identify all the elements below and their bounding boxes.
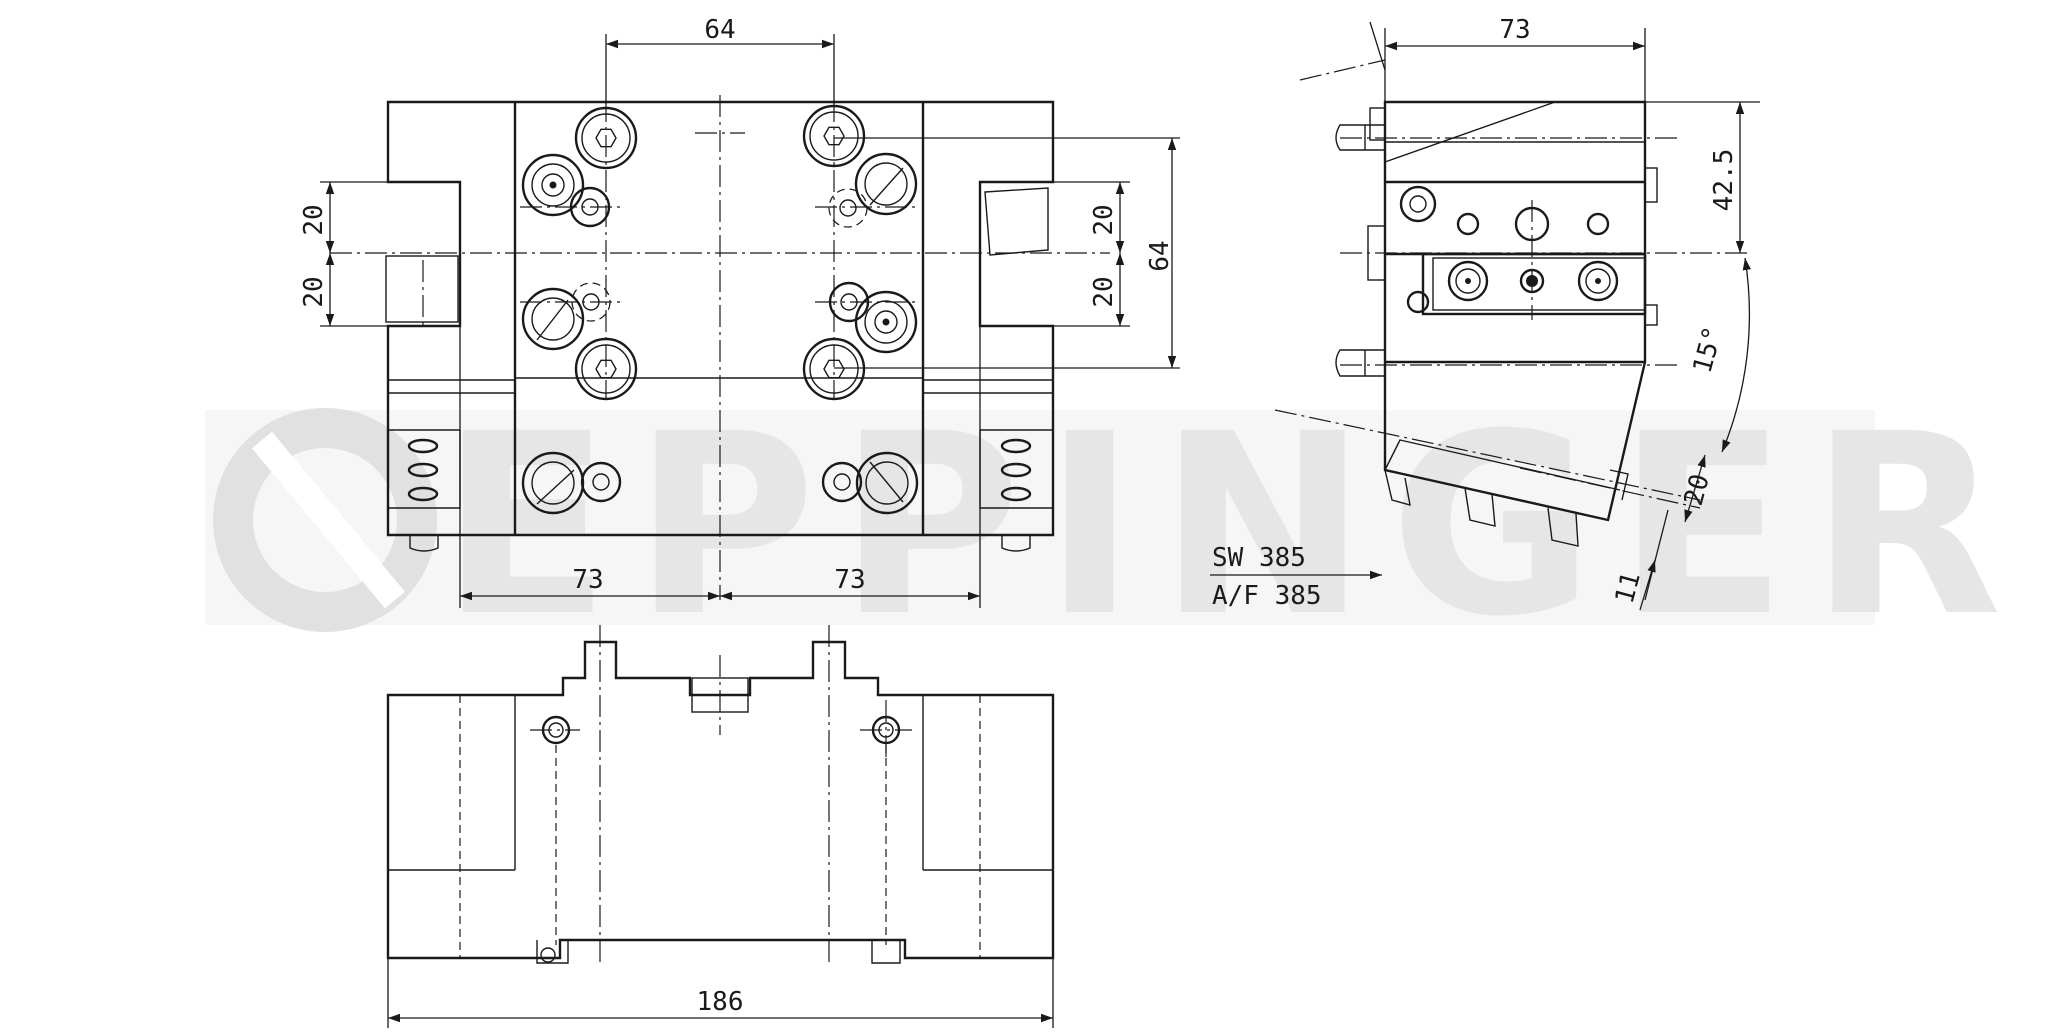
dim-bottom-overall-width: 186 [697,987,744,1017]
watermark-text: EPPINGER [440,380,2024,671]
side-view [1274,59,1750,547]
dim-front-right-lower: 20 [1089,276,1119,307]
dim-front-right-upper: 20 [1089,204,1119,235]
dim-side-height: 42.5 [1709,149,1739,212]
dim-front-bottom-right: 73 [834,565,865,595]
slot-screws-left [407,438,1032,502]
watermark: EPPINGER [205,380,2024,671]
dim-front-bottom-left: 73 [572,565,603,595]
plan-view: 186 [386,625,1055,1028]
dim-front-left-upper: 20 [299,204,329,235]
watermark-logo-icon [213,408,437,632]
dim-side-top-width: 73 [1499,15,1530,45]
label-wrench-size-en: A/F 385 [1212,581,1322,611]
coolant-ports [521,152,919,515]
label-wrench-size-de: SW 385 [1212,543,1306,573]
dim-front-right-height: 64 [1145,240,1175,271]
dim-front-left-lower: 20 [299,276,329,307]
dim-front-top-span: 64 [704,15,735,45]
dim-side-angle: 15° [1688,323,1729,376]
front-view-dimensions: 64 20 20 20 20 64 73 73 [299,15,1180,608]
